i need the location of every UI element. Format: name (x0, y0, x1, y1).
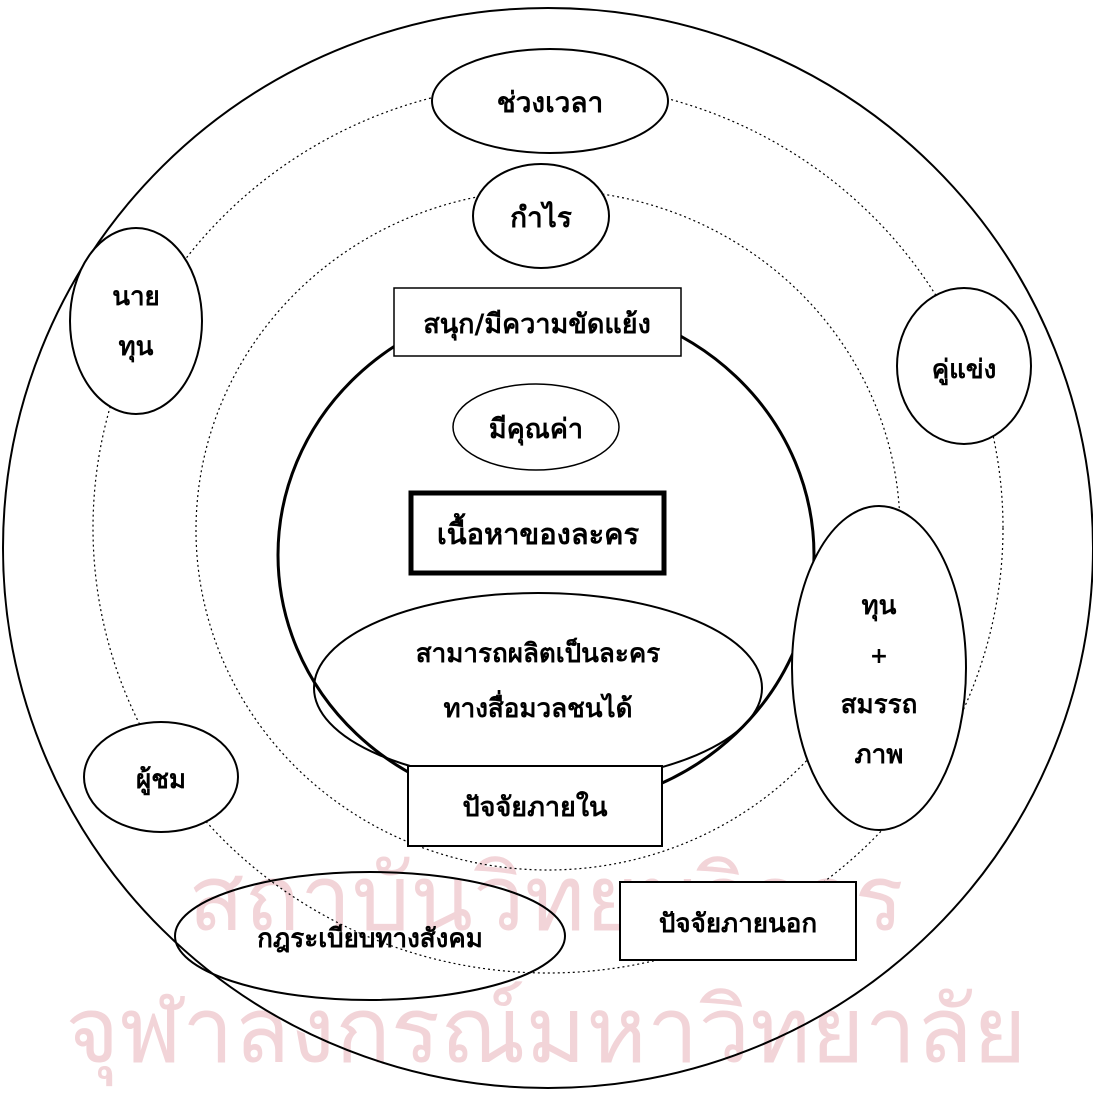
capital-capability-ellipse (791, 505, 967, 831)
drama-content-label: เนื้อหาของละคร (437, 512, 640, 551)
drama-content-box (408, 490, 667, 576)
capital-label-line1: ทุน (862, 591, 897, 622)
producible-label-line1: สามารถผลิตเป็นละคร (416, 637, 660, 669)
valuable-label: มีคุณค่า (489, 414, 583, 446)
capital-label-line2: + (870, 644, 888, 669)
audience-ellipse (83, 721, 239, 833)
outer-factors-label: ปัจจัยภายนอก (659, 909, 817, 939)
social-rules-ellipse (174, 871, 566, 1001)
capital-label-line4: ภาพ (855, 740, 904, 770)
watermark: สถาบันวิทยบริการ จุฬาลงกรณ์มหาวิทยาลัย (65, 845, 1026, 1087)
valuable-ellipse (452, 383, 620, 471)
investor-ellipse (69, 227, 203, 415)
outer-circle (2, 7, 1093, 1089)
profit-ellipse (472, 163, 610, 269)
time-period-label: ช่วงเวลา (497, 86, 604, 119)
capital-label-line3: สมรรถ (841, 690, 918, 720)
outer-factors-box (619, 881, 857, 961)
investor-label-line2: ทุน (119, 332, 154, 363)
inner-factors-box (407, 765, 663, 847)
competitor-label: คู่แข่ง (932, 355, 997, 386)
competitor-ellipse (896, 287, 1032, 445)
time-period-ellipse (431, 48, 669, 154)
fun-conflict-label: สนุก/มีความขัดแย้ง (423, 309, 651, 341)
fun-conflict-box (393, 287, 682, 357)
watermark-line2: จุฬาลงกรณ์มหาวิทยาลัย (65, 977, 1026, 1087)
audience-label: ผู้ชม (136, 765, 186, 796)
social-rules-label: กฎระเบียบทางสังคม (257, 924, 483, 954)
investor-label-line1: นาย (112, 282, 160, 312)
producible-label-line2: ทางสื่อมวลชนได้ (444, 689, 633, 724)
inner-factors-label: ปัจจัยภายใน (462, 791, 608, 823)
profit-label: กำไร (510, 201, 572, 234)
